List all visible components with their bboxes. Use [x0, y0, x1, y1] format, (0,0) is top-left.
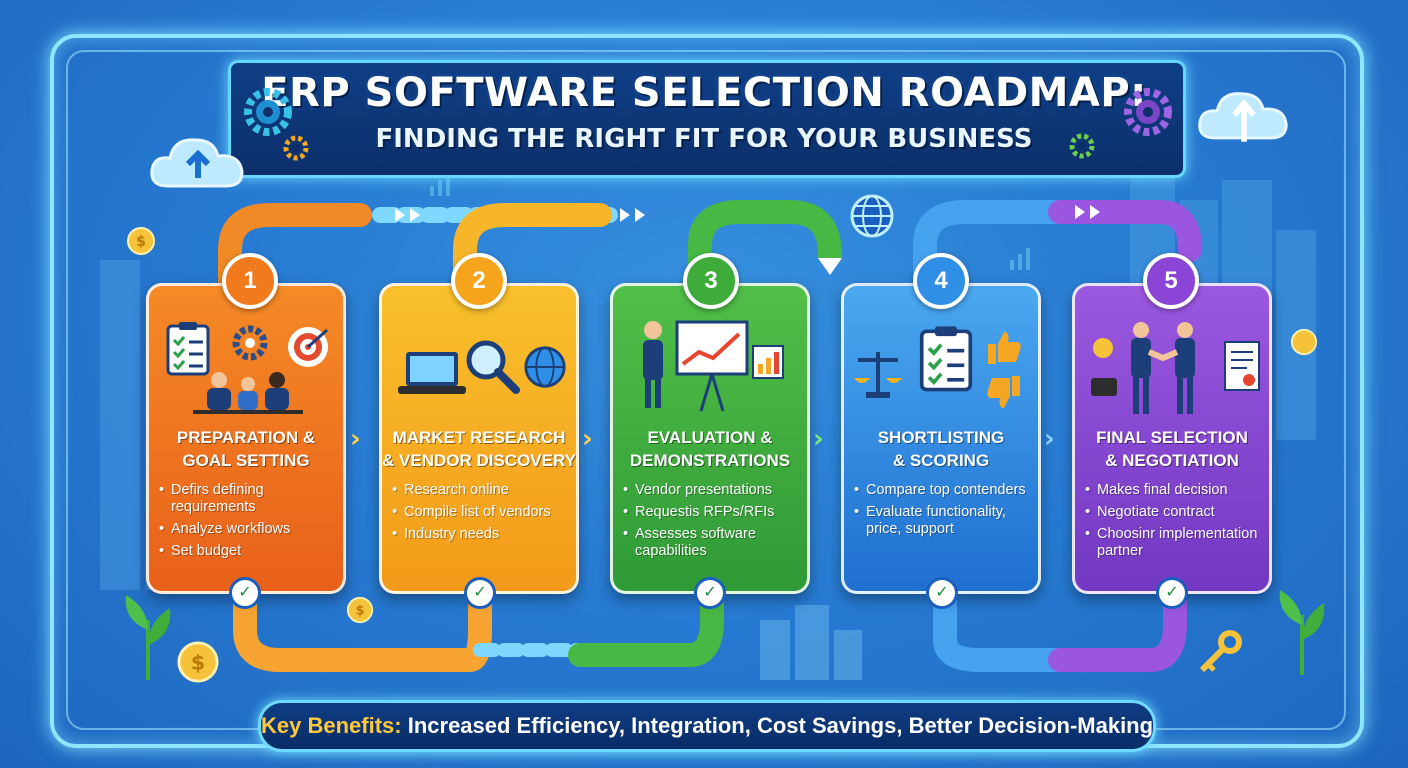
team-icon: [193, 372, 303, 414]
plant-icon: [1279, 590, 1325, 675]
step-number-5: 5: [1143, 253, 1199, 309]
bullet-item: Compile list of vendors: [390, 504, 570, 521]
gear-icon: [244, 88, 292, 136]
bullet-item: Defirs defining requirements: [157, 482, 337, 516]
clipboard-icon: [919, 326, 973, 392]
bullet-item: Research online: [390, 482, 570, 499]
bullet-item: Compare top contenders: [852, 482, 1032, 499]
check-icon: ✓: [926, 577, 958, 609]
gear-icon: [1069, 133, 1095, 159]
page-subtitle: FINDING THE RIGHT FIT FOR YOUR BUSINESS: [375, 124, 1033, 154]
step-card-3: EVALUATION &DEMONSTRATIONS Vendor presen…: [610, 283, 810, 594]
cloud-upload-icon: [150, 138, 244, 188]
check-icon: ✓: [694, 577, 726, 609]
check-icon: ✓: [464, 577, 496, 609]
laptop-icon: [398, 352, 466, 394]
svg-text:$: $: [191, 650, 205, 674]
step-card-2: MARKET RESEARCH& VENDOR DISCOVERY Resear…: [379, 283, 579, 594]
title-banner: [228, 60, 1186, 178]
plant-icon: [125, 595, 171, 680]
step-heading: SHORTLISTING& SCORING: [877, 428, 1005, 470]
step-card-4: SHORTLISTING& SCORING Compare top conten…: [841, 283, 1041, 594]
step-card-1: PREPARATION &GOAL SETTING Defirs definin…: [146, 283, 346, 594]
bullet-item: Analyze workflows: [157, 521, 337, 538]
step-number-2: 2: [451, 253, 507, 309]
check-icon: ✓: [1156, 577, 1188, 609]
gear-icon: [1124, 88, 1172, 136]
coin-icon: [1290, 328, 1318, 356]
page-title: ERP SOFTWARE SELECTION ROADMAP:: [261, 70, 1147, 116]
magnifier-icon: [466, 340, 520, 394]
bullet-item: Requestis RFPs/RFIs: [621, 504, 801, 521]
step-bullets: Research online Compile list of vendors …: [390, 482, 570, 548]
chevron-right-icon: ›: [813, 424, 824, 454]
bullet-item: Evaluate functionality, price, support: [852, 504, 1032, 538]
step-heading: EVALUATION &DEMONSTRATIONS: [629, 428, 791, 470]
globe-icon: [850, 194, 894, 238]
chevron-right-icon: ›: [1044, 424, 1055, 454]
step-bullets: Compare top contenders Evaluate function…: [852, 482, 1032, 543]
chevron-right-icon: ›: [582, 424, 593, 454]
bullet-item: Negotiate contract: [1083, 504, 1263, 521]
benefits-text: Increased Efficiency, Integration, Cost …: [407, 713, 1154, 738]
coin-icon: $: [127, 227, 155, 255]
target-icon: [288, 327, 329, 367]
gear-icon: [232, 325, 268, 361]
bullet-item: Vendor presentations: [621, 482, 801, 499]
key-icon: [1199, 630, 1242, 673]
step-card-5: FINAL SELECTION& NEGOTIATION Makes final…: [1072, 283, 1272, 594]
step-heading: PREPARATION &GOAL SETTING: [176, 428, 316, 470]
svg-text:$: $: [136, 234, 146, 250]
globe-icon: [524, 346, 566, 388]
check-icon: ✓: [229, 577, 261, 609]
clipboard-icon: [166, 322, 210, 376]
presentation-icon: [643, 320, 784, 412]
benefits-label: Key Benefits:: [261, 713, 402, 738]
chevron-right-icon: ›: [350, 424, 361, 454]
bullet-item: Assesses software capabilities: [621, 526, 801, 560]
thumbs-down-icon: [987, 376, 1020, 408]
step-bullets: Makes final decision Negotiate contract …: [1083, 482, 1263, 565]
step-number-3: 3: [683, 253, 739, 309]
thumbs-up-icon: [988, 332, 1021, 364]
svg-text:$: $: [355, 604, 364, 619]
cloud-upload-icon: [1198, 92, 1288, 142]
bullet-item: Industry needs: [390, 526, 570, 543]
step-heading: MARKET RESEARCH& VENDOR DISCOVERY: [382, 428, 576, 470]
step-bullets: Defirs defining requirements Analyze wor…: [157, 482, 337, 565]
coin-icon: $: [346, 596, 374, 624]
contract-icon: [1224, 341, 1260, 391]
bullet-item: Makes final decision: [1083, 482, 1263, 499]
bullet-item: Set budget: [157, 543, 337, 560]
step-heading: FINAL SELECTION& NEGOTIATION: [1096, 428, 1248, 470]
handshake-icon: [1091, 322, 1195, 414]
step-number-4: 4: [913, 253, 969, 309]
scale-icon: [854, 352, 902, 398]
key-benefits-bar: Key Benefits: Increased Efficiency, Inte…: [258, 700, 1156, 752]
coin-icon: $: [177, 641, 219, 683]
gear-icon: [283, 135, 309, 161]
bullet-item: Choosinr implementation partner: [1083, 526, 1263, 560]
step-number-1: 1: [222, 253, 278, 309]
step-bullets: Vendor presentations Requestis RFPs/RFIs…: [621, 482, 801, 565]
